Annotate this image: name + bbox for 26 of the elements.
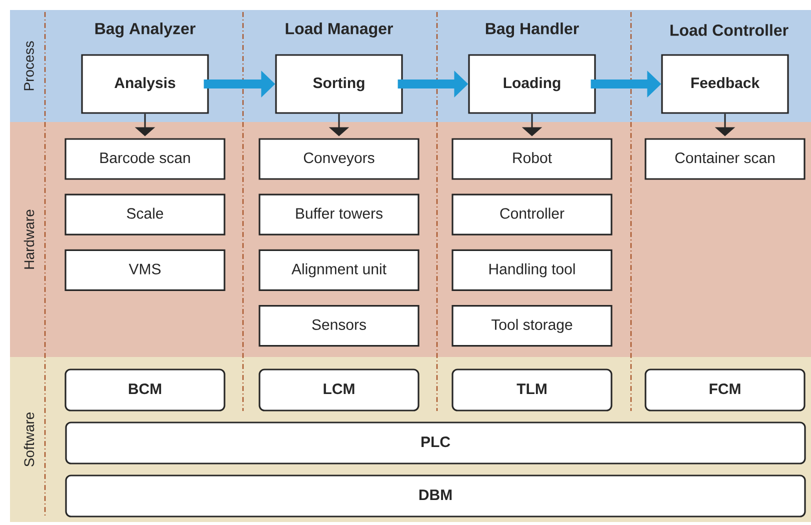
software-box: DBM [65, 474, 806, 518]
software-box: PLC [65, 422, 806, 464]
hardware-box: Buffer towers [258, 194, 420, 236]
software-box: TLM [452, 368, 612, 412]
column-heading: Load Manager [286, 22, 393, 38]
software-box: LCM [258, 368, 420, 412]
process-box: Sorting [275, 54, 403, 114]
software-box: FCM [644, 368, 806, 412]
hardware-box: Scale [64, 194, 226, 236]
column-heading: Bag Handler [486, 22, 579, 38]
process-box: Feedback [661, 54, 789, 114]
hardware-box: Controller [452, 194, 612, 236]
hardware-box: VMS [64, 249, 226, 291]
hardware-box: Conveyors [258, 138, 420, 180]
process-box: Loading [468, 54, 596, 114]
hardware-box: Barcode scan [64, 138, 226, 180]
hardware-box: Alignment unit [258, 249, 420, 291]
column-heading: Load Controller [670, 24, 788, 36]
hardware-box: Tool storage [452, 305, 612, 347]
column-heading: Bag Analyzer [95, 22, 196, 38]
hardware-box: Handling tool [452, 249, 612, 291]
hardware-box: Sensors [258, 305, 420, 347]
software-box: BCM [64, 368, 226, 412]
hardware-box: Container scan [644, 138, 806, 180]
hardware-box: Robot [452, 138, 612, 180]
process-box: Analysis [81, 54, 209, 114]
